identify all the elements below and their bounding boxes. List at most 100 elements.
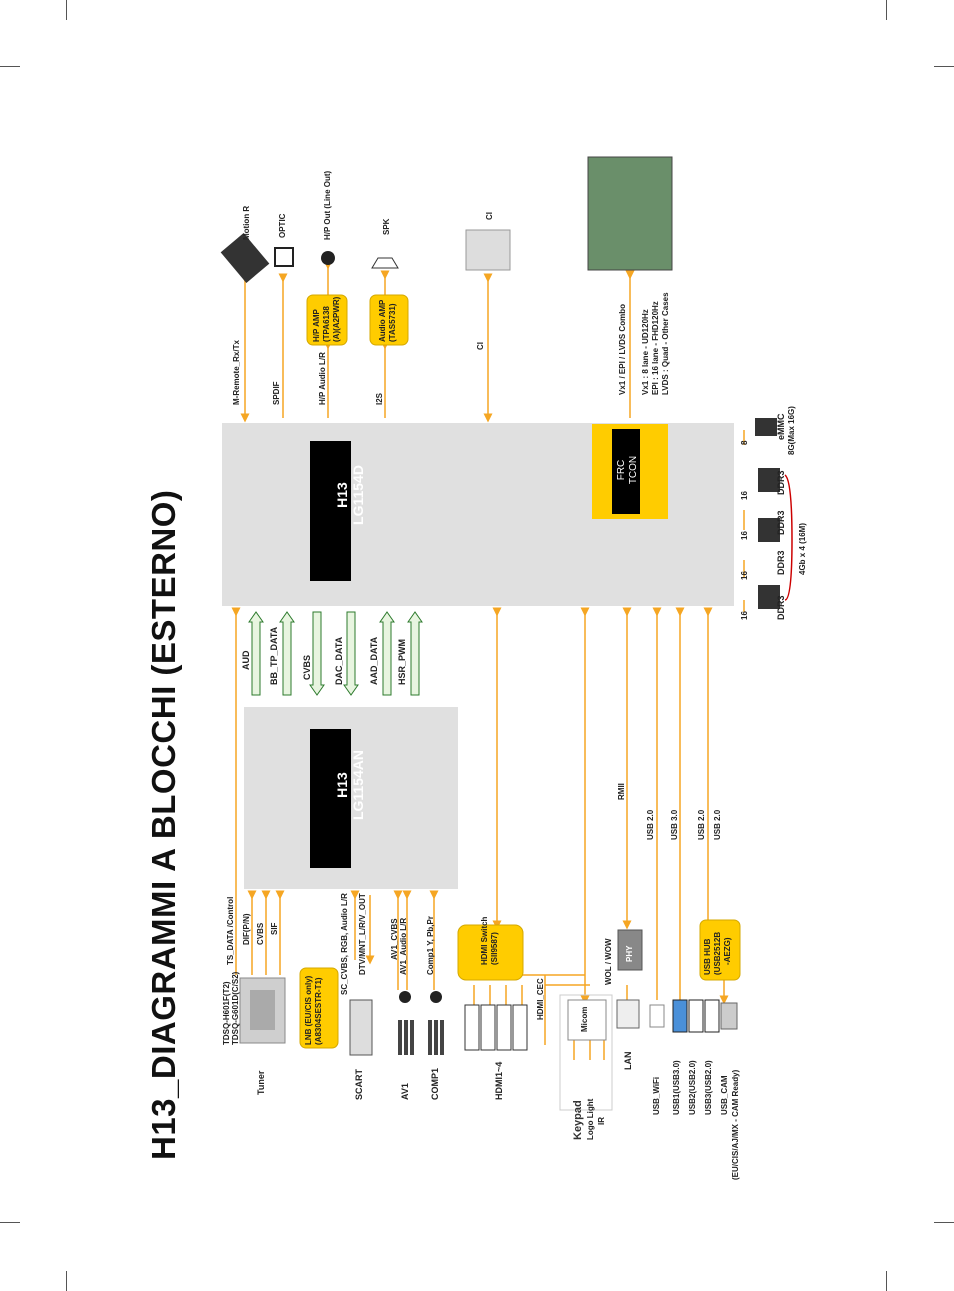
crop-mark	[934, 1222, 954, 1223]
comp1-label: COMP1	[430, 1067, 440, 1100]
vx1-c: LVDS : Quad - Other Cases	[661, 292, 670, 395]
usb3-label: USB3(USB2.0)	[704, 1060, 713, 1115]
crop-mark	[886, 0, 887, 20]
dtv-mnt-label: DTV/MNT_L/R/V_OUT	[358, 893, 367, 975]
sub-chip-line1: H13	[334, 772, 350, 798]
bb-tp-data-label: BB_TP_DATA	[269, 626, 279, 685]
hdmi-switch-part: (SII9587)	[490, 932, 499, 965]
ddr-label-3: DDR3	[776, 510, 786, 535]
bb-tp-data-arrow	[248, 611, 264, 696]
emmc-size-label: 8G(Max 16G)	[787, 406, 796, 455]
usb3-port	[704, 999, 720, 1033]
hp-amp-label: H/P AMP	[312, 309, 321, 342]
usb2-label: USB2(USB2.0)	[688, 1060, 697, 1115]
i2s-label: I2S	[375, 392, 384, 405]
lnb-label: LNB (EU/CIS only)	[304, 975, 313, 1045]
optic-jack	[274, 247, 294, 267]
dif-label: DIF(P/N)	[242, 913, 251, 945]
av1-label: AV1	[400, 1083, 410, 1100]
av1-jack	[399, 991, 411, 1003]
usb-cam-icon	[720, 1002, 738, 1030]
tuner-spec2: TDSQ-G601D(C/S2)	[231, 971, 240, 1045]
usb-cam-note: (EU/CIS/AJ/MX - CAM Ready)	[731, 1069, 740, 1180]
bb-tp-data-arrow-2	[279, 611, 295, 696]
ddr-bits-1: 16	[740, 611, 749, 620]
av-cables	[398, 1020, 444, 1055]
aud-label: AUD	[241, 650, 251, 671]
main-chip-line2: LG1154D	[350, 465, 366, 525]
scart-connector	[349, 999, 373, 1056]
yellow-boxes	[299, 294, 741, 1049]
output-lines	[240, 260, 745, 612]
frc-tcon-label: FRC TCON	[616, 440, 640, 500]
cvbs-arrow	[309, 611, 325, 696]
ddr-label-1: DDR3	[776, 595, 786, 620]
ddr-bits-4: 16	[740, 491, 749, 500]
dac-data-label: DAC_DATA	[334, 636, 344, 685]
hsr-pwm-arrow	[407, 611, 423, 696]
rmii-label: RMII	[617, 783, 626, 800]
usb20c-label: USB 2.0	[713, 809, 722, 840]
crop-mark	[0, 1222, 20, 1223]
sub-chip-line2: LG1154AN	[350, 749, 366, 821]
ddr-bracket	[784, 474, 793, 601]
ci-line-label: CI	[476, 342, 485, 350]
tv-panel-image	[587, 156, 673, 271]
scart-label: SCART	[354, 1069, 364, 1100]
phy-box	[617, 929, 643, 971]
crop-mark	[66, 1271, 67, 1291]
main-chip-label-box	[310, 441, 351, 581]
aad-data-label: AAD_DATA	[369, 636, 379, 685]
usb1-label: USB1(USB3.0)	[672, 1060, 681, 1115]
usb-wifi-label: USB_WiFi	[652, 1076, 661, 1115]
comp1-jack	[430, 991, 442, 1003]
main-chip-line1: H13	[334, 482, 350, 508]
crop-mark	[0, 66, 20, 67]
vx1-b: EPI : 16 lane - FHD120Hz	[651, 301, 660, 395]
usb2-port	[688, 999, 704, 1033]
usb-wifi-icon	[649, 1004, 665, 1028]
hp-amp-part: (TPA6138	[322, 306, 331, 342]
frc-tcon-inner	[612, 429, 640, 514]
main-chip-label: H13 LG1154D	[334, 435, 366, 555]
cvbs-label: CVBS	[256, 922, 265, 945]
usb-hub-label: USB HUB	[703, 938, 712, 975]
aad-data-arrow	[379, 611, 395, 696]
hdmi-switch-label: HDMI Switch	[480, 916, 489, 965]
ddr-label-4: DDR3	[776, 470, 786, 495]
usb1-port	[672, 999, 688, 1033]
keypad-group	[559, 994, 613, 1111]
bus-arrows	[248, 611, 423, 696]
vx1-a: Vx1 : 8 lane - UD120Hz	[641, 309, 650, 395]
lan-label: LAN	[623, 1051, 633, 1071]
optic-label: OPTIC	[278, 213, 287, 238]
sub-chip-label-box	[310, 729, 351, 868]
sub-chip-label: H13 LG1154AN	[334, 725, 366, 845]
vx1-label: Vx1 / EPI / LVDS Combo	[618, 304, 627, 395]
audio-amp-part: (TAS5731)	[388, 303, 397, 342]
speaker-icon	[371, 257, 399, 269]
hp-audio-label: H/P Audio L/R	[318, 352, 327, 405]
ddr-label-2: DDR3	[776, 550, 786, 575]
keypad-label: Keypad	[572, 1100, 584, 1140]
micom-box	[567, 999, 607, 1041]
usb-cam-label: USB_CAM	[720, 1075, 729, 1115]
spdif-label: SPDIF	[272, 381, 281, 405]
hp-amp-part2: (A)(A2PWR)	[332, 296, 341, 342]
signal-lines	[231, 607, 729, 1060]
crop-mark	[66, 0, 67, 20]
ts-data-label: TS_DATA /Control	[226, 896, 235, 965]
ci-label: CI	[485, 212, 494, 220]
crop-mark	[934, 66, 954, 67]
ddr-bits-3: 16	[740, 531, 749, 540]
emmc-label: eMMC	[776, 413, 786, 441]
dac-data-arrow	[343, 611, 359, 696]
micom-label: Micom	[580, 1006, 589, 1032]
hdmi-connectors	[464, 1004, 528, 1051]
wol-label: WOL / WOW	[604, 938, 613, 985]
audio-amp-box	[369, 294, 409, 346]
logo-light-label: Logo Light	[586, 1098, 595, 1140]
emmc-chip	[755, 418, 777, 436]
usb20a-label: USB 2.0	[646, 809, 655, 840]
